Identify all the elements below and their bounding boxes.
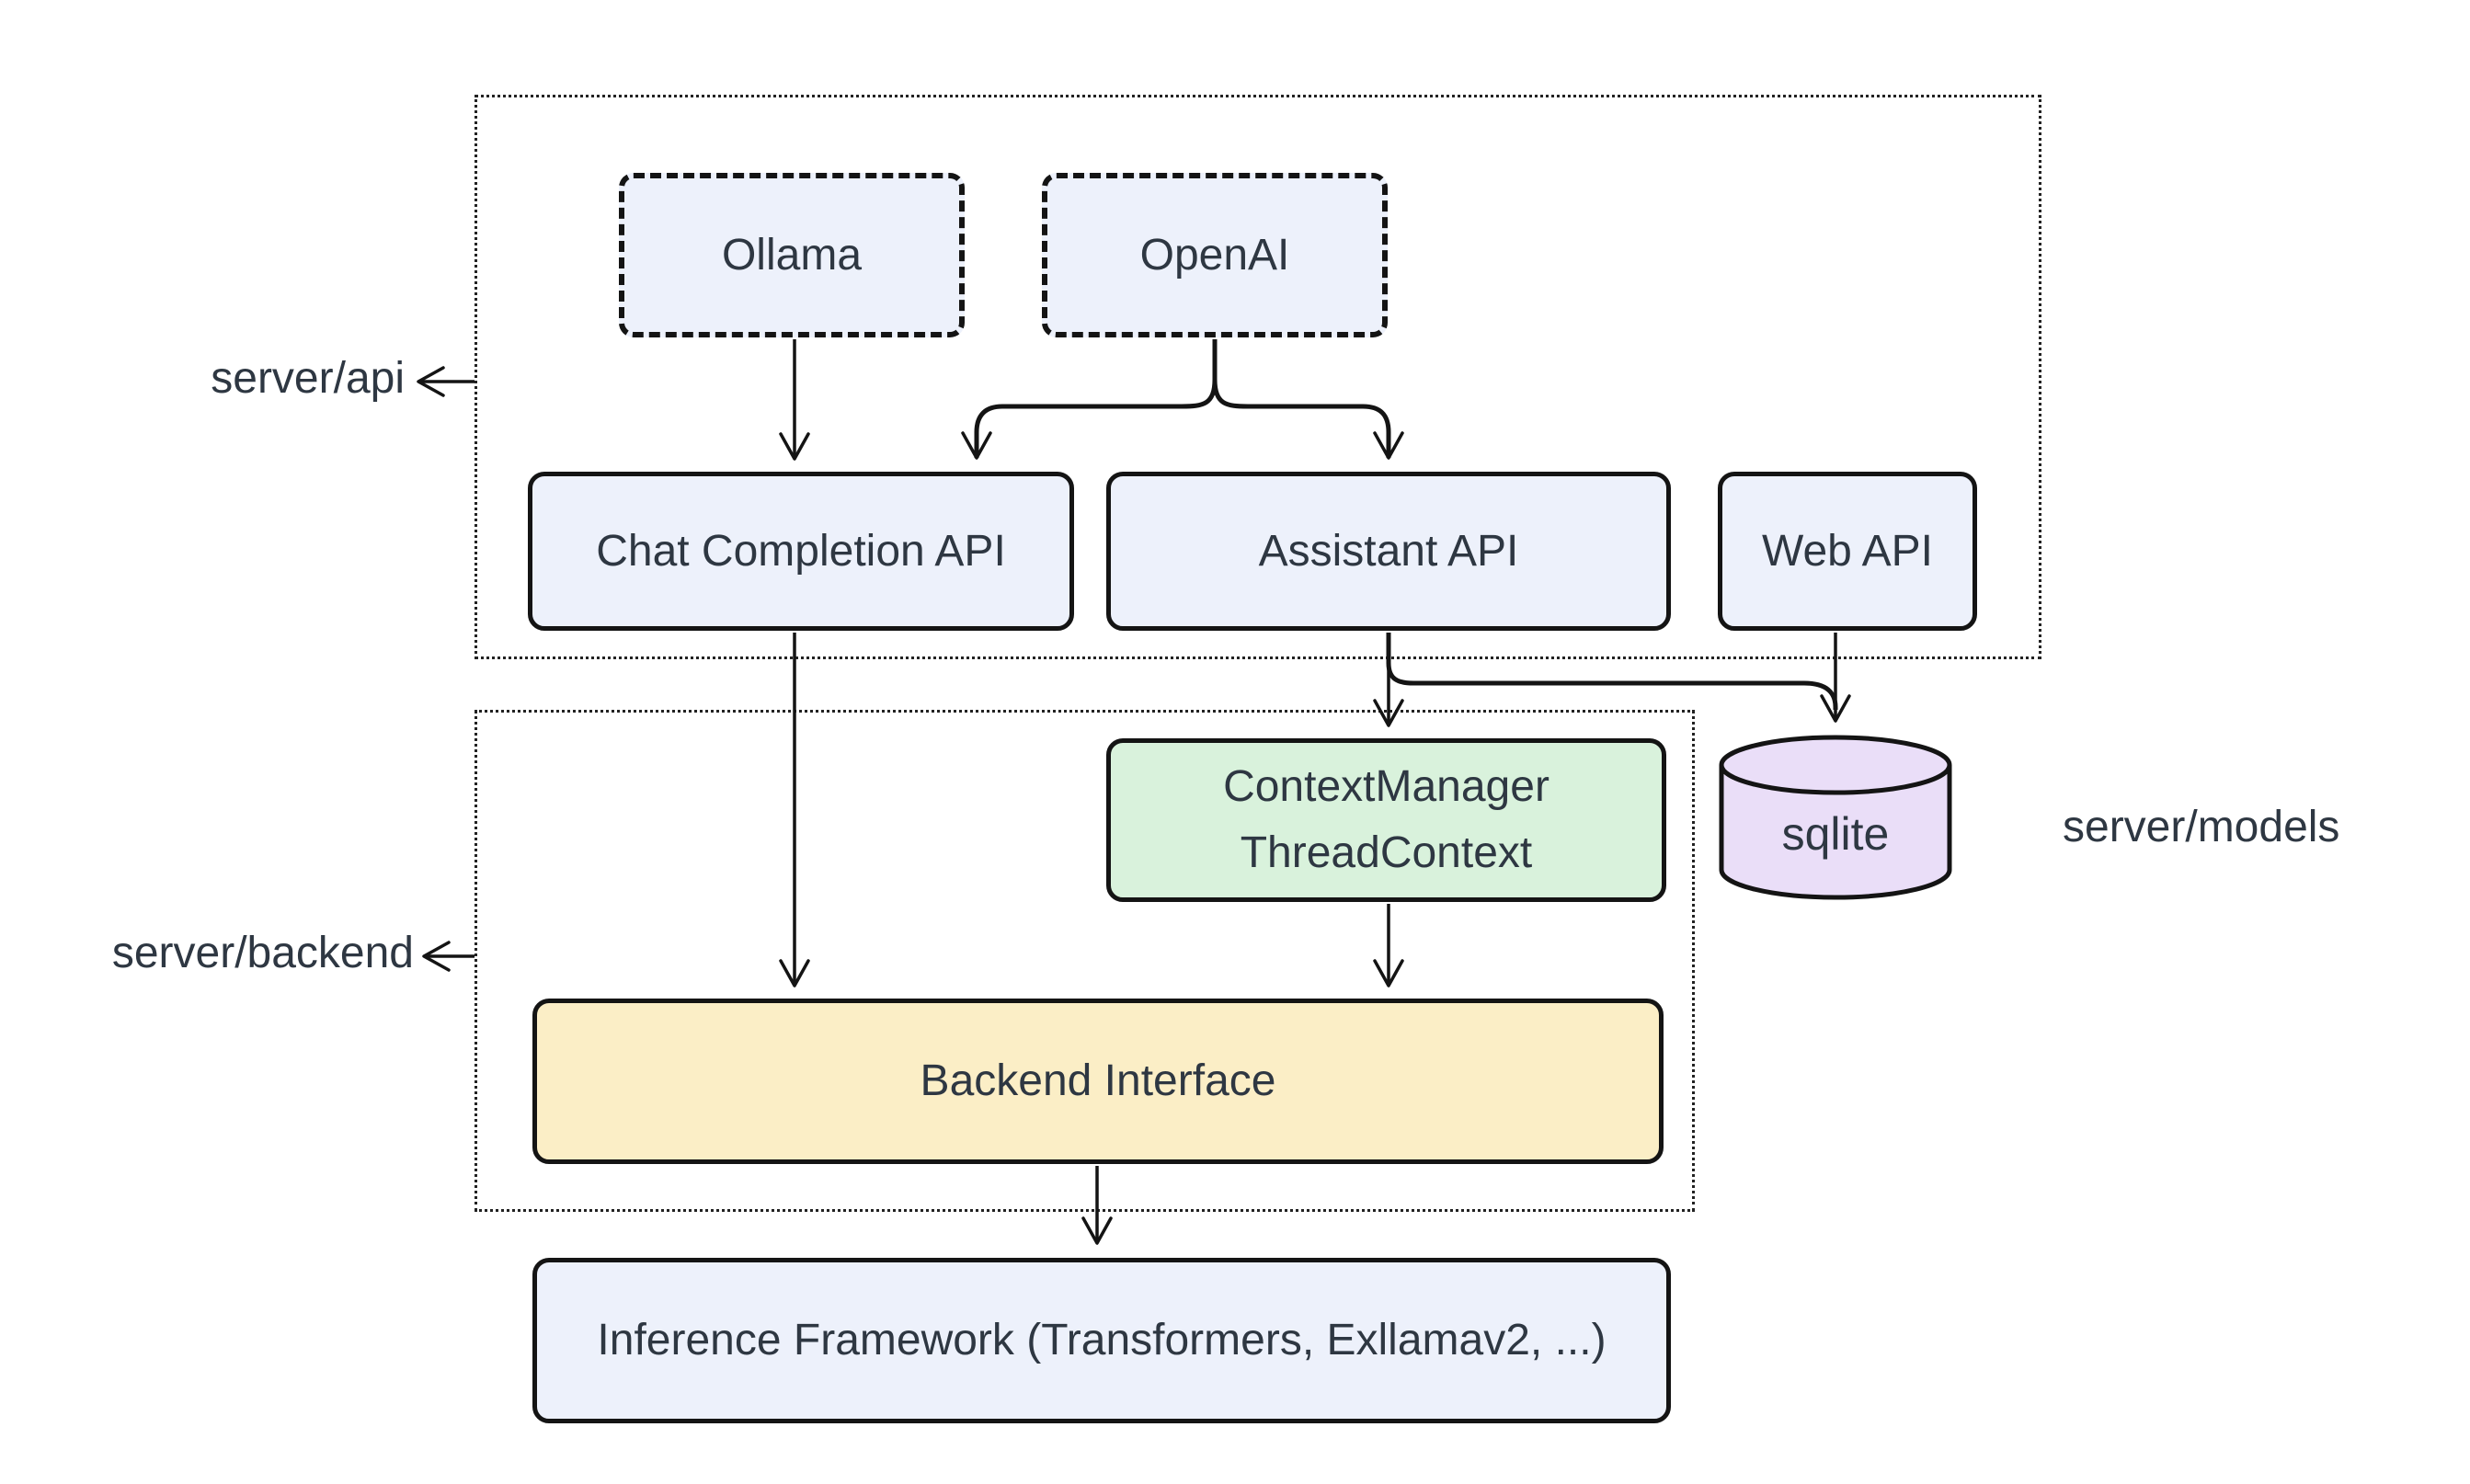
label-server-api: server/api xyxy=(211,354,405,403)
node-backend-interface: Backend Interface xyxy=(532,999,1664,1164)
group-server-backend xyxy=(475,710,1695,1212)
label-server-backend: server/backend xyxy=(111,929,414,977)
node-sqlite-cylinder xyxy=(1719,735,1952,900)
group-server-api xyxy=(475,95,2041,659)
node-context-manager-line2: ThreadContext xyxy=(1240,828,1533,877)
node-context-manager-line1: ContextManager xyxy=(1223,762,1549,811)
node-inference-framework-label: Inference Framework (Transformers, Exlla… xyxy=(597,1316,1607,1364)
node-sqlite-label: sqlite xyxy=(1781,808,1890,860)
node-chat-completion-api: Chat Completion API xyxy=(528,472,1074,631)
node-web-api: Web API xyxy=(1718,472,1977,631)
node-ollama: Ollama xyxy=(619,173,965,337)
node-ollama-label: Ollama xyxy=(721,230,863,280)
node-openai-label: OpenAI xyxy=(1139,230,1290,280)
node-assistant-api-label: Assistant API xyxy=(1258,526,1519,576)
node-backend-interface-label: Backend Interface xyxy=(920,1056,1276,1105)
sqlite-cylinder-body xyxy=(1719,765,1952,900)
node-web-api-label: Web API xyxy=(1762,526,1933,576)
node-chat-completion-api-label: Chat Completion API xyxy=(596,526,1006,576)
node-context-manager: ContextManager ThreadContext xyxy=(1106,738,1666,902)
node-openai: OpenAI xyxy=(1042,173,1388,337)
node-assistant-api: Assistant API xyxy=(1106,472,1671,631)
node-inference-framework: Inference Framework (Transformers, Exlla… xyxy=(532,1258,1671,1423)
label-server-models: server/models xyxy=(2063,803,2340,851)
sqlite-cylinder-top xyxy=(1719,735,1952,795)
